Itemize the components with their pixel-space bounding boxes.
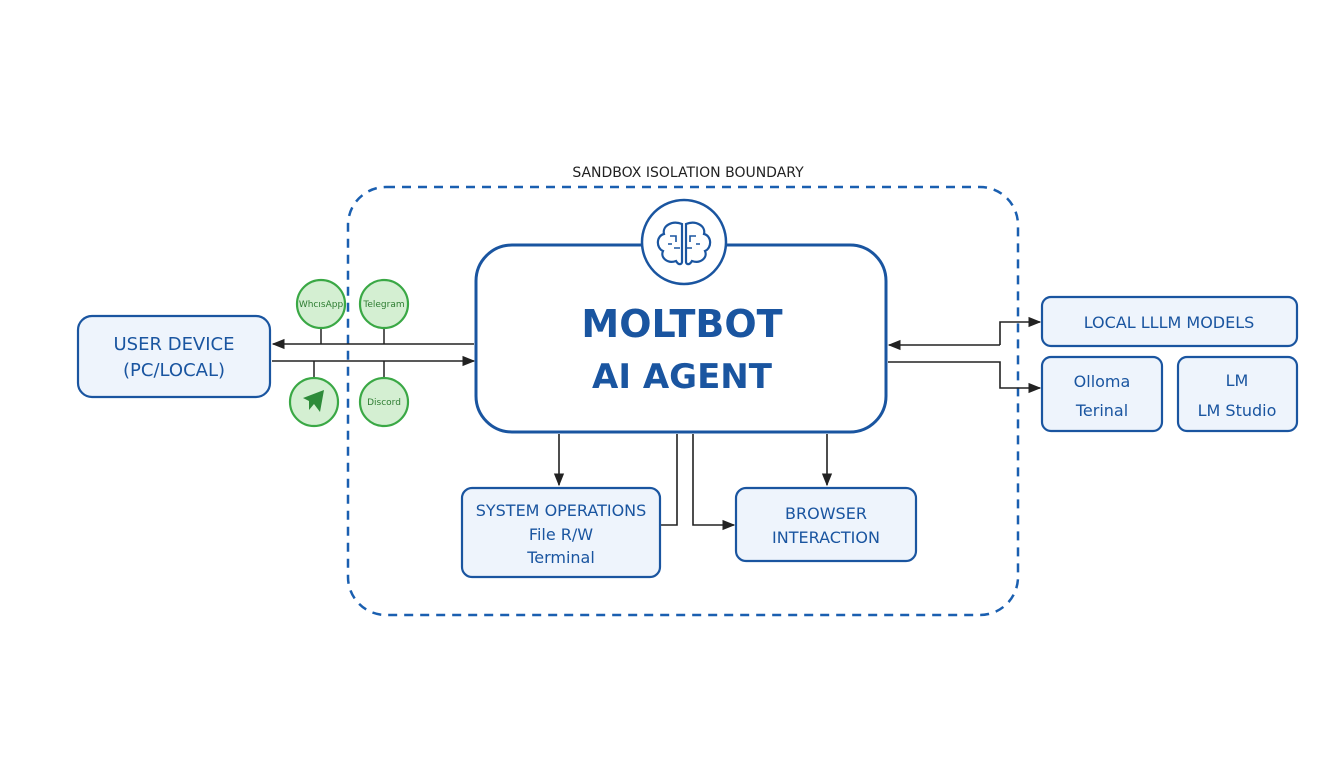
channel-whatsapp[interactable]: WhcısApp <box>295 278 347 330</box>
connector <box>661 434 678 526</box>
channel-discord[interactable]: Discord <box>358 376 410 428</box>
agent-box[interactable]: MOLTBOT AI AGENT <box>474 243 888 434</box>
browser-line2: INTERACTION <box>772 528 880 547</box>
ollama-line2: Terinal <box>1075 401 1128 420</box>
system-ops-line2: File R/W <box>529 525 593 544</box>
browser-line1: BROWSER <box>785 504 867 523</box>
channel-discord-label: Discord <box>367 398 401 408</box>
arrow-to-llm-models <box>999 316 1042 345</box>
system-ops-line1: SYSTEM OPERATIONS <box>476 501 647 520</box>
ollama-line1: Olloma <box>1074 372 1131 391</box>
boundary-label: SANDBOX ISOLATION BOUNDARY <box>572 165 804 181</box>
agent-title-line1: MOLTBOT <box>581 302 782 346</box>
user-device-line1: USER DEVICE <box>114 334 235 355</box>
arrow-to-browser <box>692 434 736 531</box>
arrow-to-ollama <box>888 361 1042 394</box>
send-icon <box>303 390 324 412</box>
system-ops-line3: Terminal <box>526 548 595 567</box>
lmstudio-line1: LM <box>1226 371 1249 390</box>
lmstudio-line2: LM Studio <box>1198 401 1277 420</box>
lm-studio-box[interactable]: LM LM Studio <box>1176 355 1299 433</box>
system-operations-box[interactable]: SYSTEM OPERATIONS File R/W Terminal <box>460 486 662 579</box>
ollama-box[interactable]: Olloma Terinal <box>1040 355 1164 433</box>
channel-telegram[interactable]: Telegram <box>358 278 410 330</box>
agent-title-line2: AI AGENT <box>592 357 773 397</box>
brain-icon <box>640 198 728 286</box>
local-llm-models-box[interactable]: LOCAL LLLM MODELS <box>1040 295 1299 348</box>
channel-telegram-label: Telegram <box>362 300 404 310</box>
user-device-line2: (PC/LOCAL) <box>123 360 225 381</box>
user-device-box[interactable]: USER DEVICE (PC/LOCAL) <box>76 314 272 399</box>
llm-header: LOCAL LLLM MODELS <box>1084 313 1255 332</box>
sandbox-boundary <box>346 185 1020 617</box>
channel-whatsapp-label: WhcısApp <box>299 300 344 310</box>
channel-send[interactable] <box>288 376 340 428</box>
browser-interaction-box[interactable]: BROWSER INTERACTION <box>734 486 918 563</box>
